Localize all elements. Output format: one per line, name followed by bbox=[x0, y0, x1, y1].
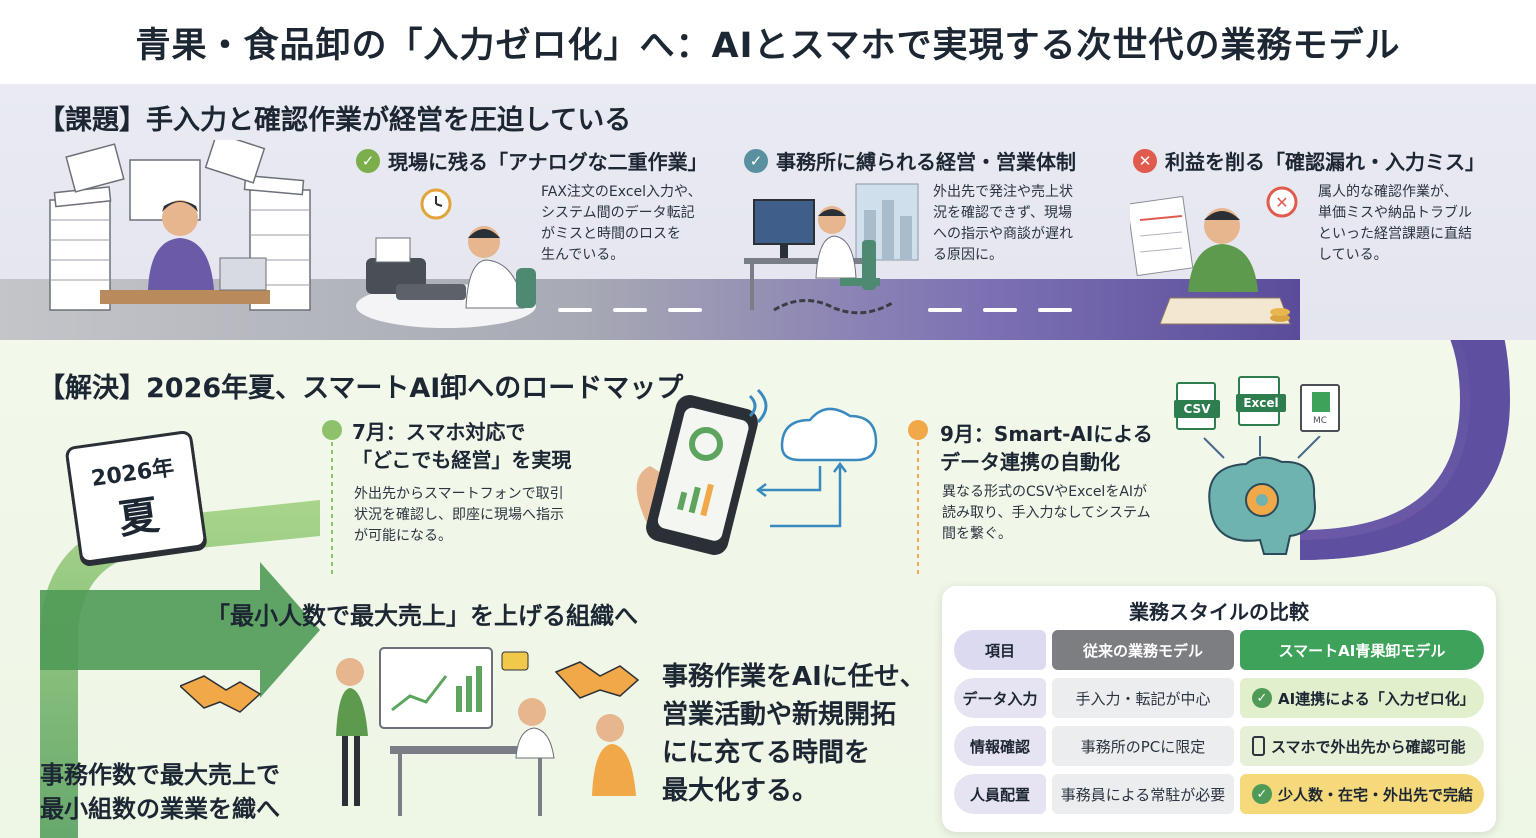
solution-road-illustration bbox=[40, 340, 1510, 838]
row-old: 手入力・転記が中心 bbox=[1052, 678, 1234, 718]
row-new: ✓ AI連携による「入力ゼロ化」 bbox=[1240, 678, 1484, 718]
problem-card-2-body: 外出先で発注や売上状 況を確認できず、現場 への指示や商談が遅れ る原因に。 bbox=[933, 184, 1073, 263]
problem-road-illustration bbox=[0, 279, 1300, 340]
row-item: データ入力 bbox=[954, 678, 1046, 718]
solution-section: 【解決】2026年夏、スマートAI卸へのロードマップ 2026年 夏 7月：スマ… bbox=[0, 340, 1536, 838]
table-row: データ入力 手入力・転記が中心 ✓ AI連携による「入力ゼロ化」 bbox=[954, 678, 1484, 718]
timeline-marker-september bbox=[908, 420, 928, 578]
row-new: スマホで外出先から確認可能 bbox=[1240, 726, 1484, 766]
step-september-title: 9月：Smart-AIによる データ連携の自動化 bbox=[940, 422, 1153, 474]
problem-card-1-title: ✓ 現場に残る「アナログな二重作業」 bbox=[356, 146, 708, 175]
row-item: 情報確認 bbox=[954, 726, 1046, 766]
team-dashboard-illustration bbox=[180, 647, 640, 816]
smartphone-cloud-illustration bbox=[636, 388, 878, 555]
comparison-header-row: 項目 従来の業務モデル スマートAI青果卸モデル bbox=[954, 630, 1484, 670]
check-circle-icon: ✓ bbox=[356, 148, 380, 173]
excel-file-icon: Excel bbox=[1236, 376, 1286, 426]
spreadsheet-file-icon: MC bbox=[1300, 384, 1340, 432]
page-title: 青果・食品卸の「入力ゼロ化」へ：AIとスマホで実現する次世代の業務モデル bbox=[135, 25, 1401, 66]
problem-card-2-title: ✓ 事務所に縛られる経営・営業体制 bbox=[744, 146, 1076, 175]
check-circle-icon: ✓ bbox=[1252, 688, 1272, 708]
solution-heading: 【解決】2026年夏、スマートAI卸へのロードマップ bbox=[38, 373, 684, 404]
problem-card-3-title: ✕ 利益を削る「確認漏れ・入力ミス」 bbox=[1133, 146, 1485, 175]
table-row: 人員配置 事務員による常駐が必要 ✓ 少人数・在宅・外出先で完結 bbox=[954, 774, 1484, 814]
comparison-table: 業務スタイルの比較 項目 従来の業務モデル スマートAI青果卸モデル データ入力… bbox=[942, 586, 1496, 832]
paperwork-person-illustration bbox=[49, 140, 311, 311]
row-item: 人員配置 bbox=[954, 774, 1046, 814]
step-september-body: 異なる形式のCSVやExcelをAIが 読み取り、手入力なしてシステム 間を繋ぐ… bbox=[942, 484, 1151, 542]
row-old: 事務員による常駐が必要 bbox=[1052, 774, 1234, 814]
bottom-left-slogan: 事務作数で最大売上で 最小組数の業業を織へ bbox=[40, 761, 280, 823]
step-july-title: 7月：スマホ対応で 「どこでも経営」を実現 bbox=[352, 420, 572, 472]
smartphone-icon bbox=[1252, 736, 1265, 756]
table-row: 情報確認 事務所のPCに限定 スマホで外出先から確認可能 bbox=[954, 726, 1484, 766]
problem-heading: 【課題】手入力と確認作業が経営を圧迫している bbox=[38, 105, 632, 136]
problem-card-1-body: FAX注文のExcel入力や、 システム間のデータ転記 がミスと時間のロスを 生… bbox=[541, 184, 702, 263]
check-circle-icon: ✓ bbox=[744, 148, 768, 173]
comparison-title: 業務スタイルの比較 bbox=[1129, 600, 1309, 624]
problem-card-3-body: 属人的な確認作業が、 単価ミスや納品トラブル といった経営課題に直結 している。 bbox=[1318, 184, 1472, 263]
error-invoice-person-illustration: ✕ bbox=[1130, 186, 1298, 325]
csv-file-icon: CSV bbox=[1174, 382, 1220, 430]
step-july-body: 外出先からスマートフォンで取引 状況を確認し、即座に現場へ指示 が可能になる。 bbox=[354, 486, 564, 544]
row-old: 事務所のPCに限定 bbox=[1052, 726, 1234, 766]
title-bar: 青果・食品卸の「入力ゼロ化」へ：AIとスマホで実現する次世代の業務モデル bbox=[0, 0, 1536, 84]
cross-circle-icon: ✕ bbox=[1133, 148, 1157, 173]
timeline-marker-july bbox=[322, 420, 342, 578]
calendar-2026-summer: 2026年 夏 bbox=[64, 429, 208, 565]
ai-brain-gear-illustration bbox=[1203, 436, 1321, 555]
fax-worker-illustration bbox=[356, 188, 536, 328]
row-new: ✓ 少人数・在宅・外出先で完結 bbox=[1240, 774, 1484, 814]
header-old-model: 従来の業務モデル bbox=[1052, 630, 1234, 670]
header-item: 項目 bbox=[954, 630, 1046, 670]
goal-text: 事務作業をAIに任せ、 営業活動や新規開拓 にに充てる時間を 最大化する。 bbox=[662, 662, 926, 806]
chained-office-worker-illustration bbox=[744, 183, 919, 315]
problem-section: 【課題】手入力と確認作業が経営を圧迫している ✓ 現場に残る「アナログな二重作業… bbox=[0, 84, 1536, 340]
check-circle-icon: ✓ bbox=[1252, 784, 1272, 804]
header-new-model: スマートAI青果卸モデル bbox=[1240, 630, 1484, 670]
svg-text:✕: ✕ bbox=[1275, 193, 1288, 212]
goal-heading: 「最小人数で最大売上」を上げる組織へ bbox=[206, 602, 638, 630]
